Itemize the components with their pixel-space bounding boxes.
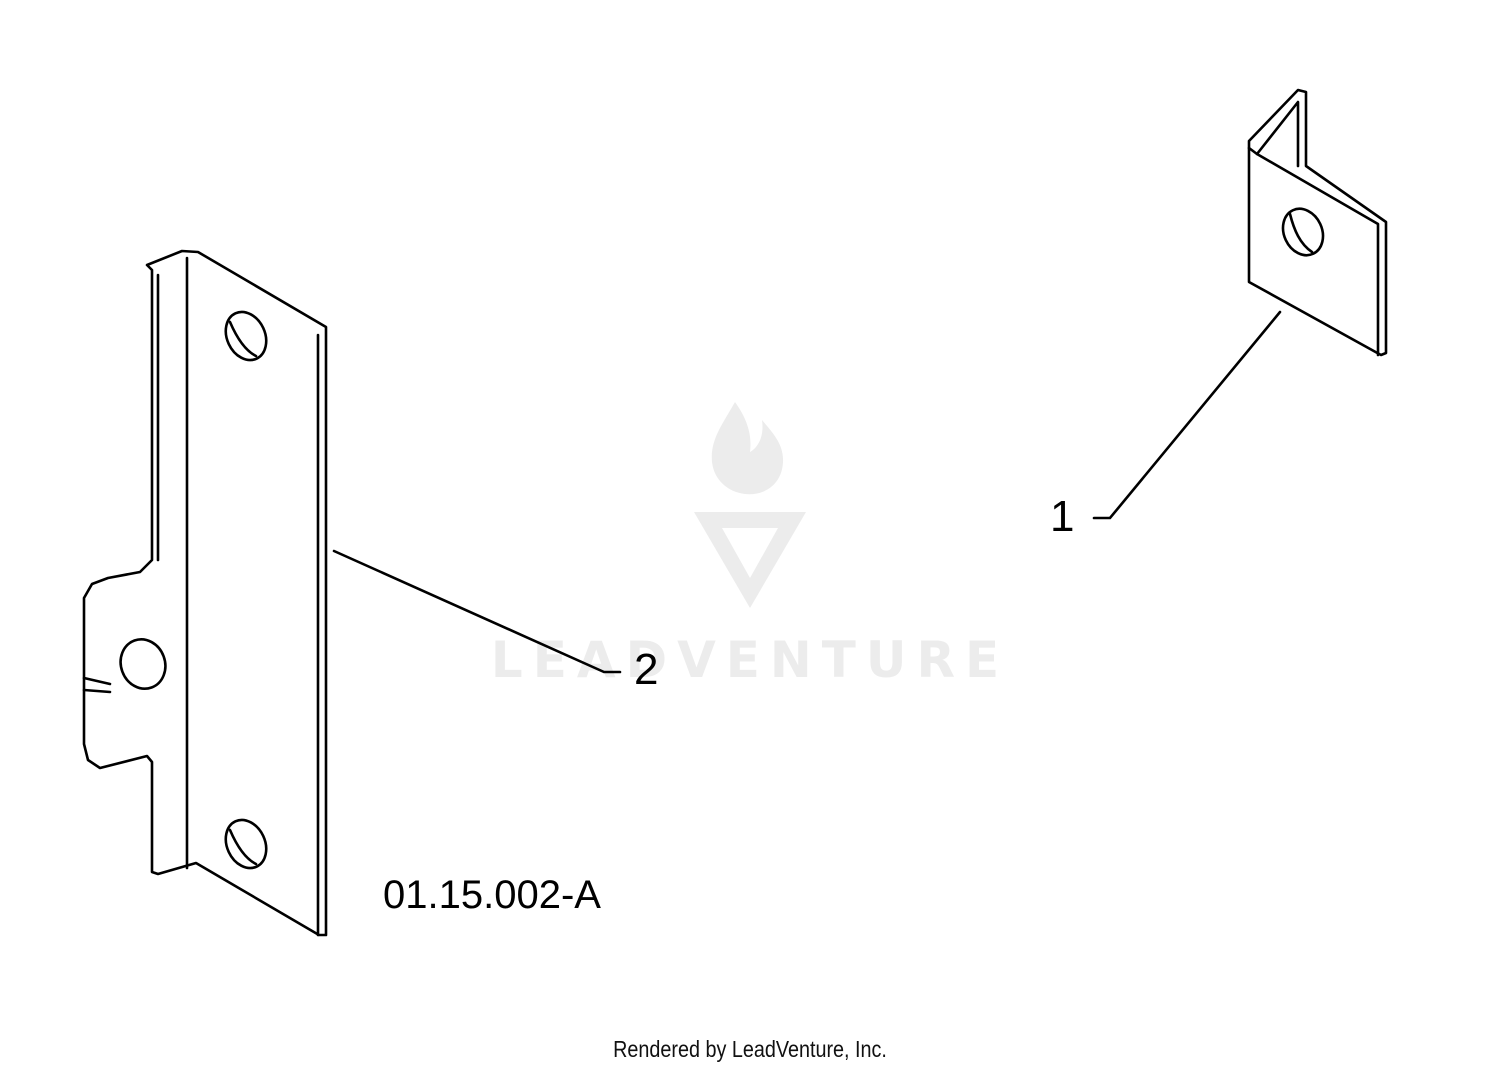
part-1-bracket [1247, 88, 1388, 357]
callout-2: 2 [634, 645, 658, 694]
part-2-bracket [82, 249, 328, 937]
part-2-hole-mid [119, 638, 167, 690]
v-icon [694, 512, 806, 608]
watermark-text: LEADVENTURE [491, 631, 1009, 689]
callout-1: 1 [1050, 492, 1074, 541]
part-1-bend-line [1247, 100, 1300, 168]
part-2-hole-bottom-inner [228, 828, 258, 866]
leader-line-2 [332, 549, 622, 674]
part-1-hole [1281, 207, 1325, 257]
part-1-hole-inner [1288, 212, 1314, 254]
leader-line-1 [1092, 310, 1282, 520]
flame-icon [711, 402, 784, 495]
part-1-outline [1247, 88, 1388, 357]
part-1-fold-edge [1255, 152, 1380, 357]
part-2-hole-bottom [224, 818, 268, 870]
part-2-hole-top-inner [228, 320, 258, 358]
part-2-outline [82, 249, 328, 937]
drawing-code: 01.15.002-A [383, 873, 601, 917]
part-2-flange-slot [82, 676, 112, 694]
part-2-hole-top [224, 310, 268, 362]
footer-credit: Rendered by LeadVenture, Inc. [613, 1036, 887, 1062]
leadventure-watermark: LEADVENTURE [491, 402, 1009, 689]
